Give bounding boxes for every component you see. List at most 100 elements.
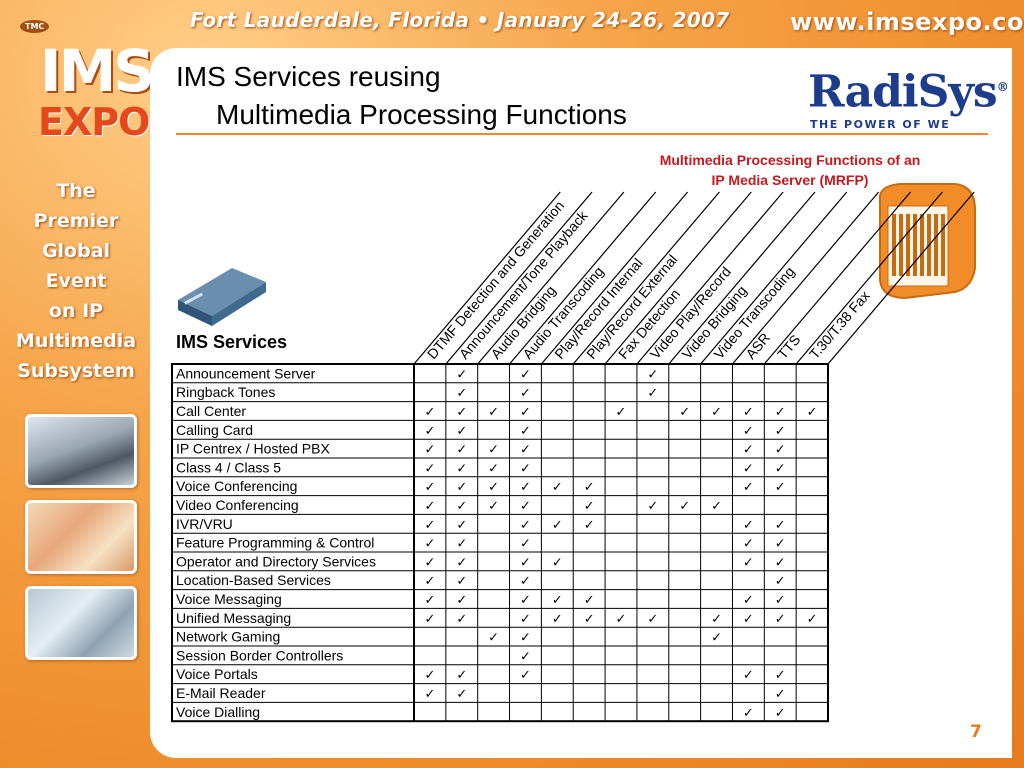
check-mark-icon: ✓ (520, 518, 531, 533)
check-mark-icon: ✓ (743, 593, 754, 608)
check-mark-icon: ✓ (520, 537, 531, 552)
check-mark-icon: ✓ (520, 631, 531, 646)
service-row-label: Voice Conferencing (176, 478, 297, 494)
tmc-badge: TMC (20, 20, 50, 33)
check-mark-icon: ✓ (424, 537, 435, 552)
check-mark-icon: ✓ (584, 612, 595, 627)
check-mark-icon: ✓ (616, 405, 627, 420)
check-mark-icon: ✓ (743, 461, 754, 476)
check-mark-icon: ✓ (775, 424, 786, 439)
service-row-label: IP Centrex / Hosted PBX (176, 441, 330, 457)
service-row-label: Unified Messaging (176, 610, 291, 626)
check-mark-icon: ✓ (456, 687, 467, 702)
service-row-label: Location-Based Services (176, 572, 331, 588)
header-diagonal-line (827, 191, 975, 365)
check-mark-icon: ✓ (520, 574, 531, 589)
check-mark-icon: ✓ (488, 480, 499, 495)
service-row-label: Operator and Directory Services (176, 553, 376, 569)
header-diagonal-line (732, 191, 880, 365)
service-row-label: Voice Dialling (176, 704, 260, 720)
check-mark-icon: ✓ (743, 480, 754, 495)
header-diagonal-line (636, 191, 784, 365)
check-mark-icon: ✓ (807, 612, 818, 627)
tagline-line: Global Event (41, 240, 111, 292)
title-line-2: Multimedia Processing Functions (216, 99, 627, 130)
check-mark-icon: ✓ (520, 386, 531, 401)
check-mark-icon: ✓ (775, 593, 786, 608)
check-mark-icon: ✓ (775, 405, 786, 420)
check-mark-icon: ✓ (488, 443, 499, 458)
service-row-label: Feature Programming & Control (176, 535, 374, 551)
title-divider (176, 133, 988, 135)
check-mark-icon: ✓ (775, 612, 786, 627)
check-mark-icon: ✓ (424, 518, 435, 533)
check-mark-icon: ✓ (424, 668, 435, 683)
header-diagonal-line (668, 191, 816, 365)
check-mark-icon: ✓ (456, 461, 467, 476)
check-mark-icon: ✓ (520, 499, 531, 514)
check-mark-icon: ✓ (520, 612, 531, 627)
check-mark-icon: ✓ (424, 574, 435, 589)
check-mark-icon: ✓ (424, 461, 435, 476)
check-mark-icon: ✓ (552, 612, 563, 627)
check-mark-icon: ✓ (424, 424, 435, 439)
check-mark-icon: ✓ (456, 443, 467, 458)
check-mark-icon: ✓ (456, 480, 467, 495)
service-row-label: Calling Card (176, 422, 253, 438)
check-mark-icon: ✓ (807, 405, 818, 420)
service-row-label: Voice Messaging (176, 591, 282, 607)
check-mark-icon: ✓ (456, 386, 467, 401)
check-mark-icon: ✓ (552, 593, 563, 608)
check-mark-icon: ✓ (775, 574, 786, 589)
check-mark-icon: ✓ (520, 649, 531, 664)
check-mark-icon: ✓ (488, 405, 499, 420)
laptop-photo (25, 414, 137, 488)
header-diagonal-line (445, 191, 593, 365)
check-mark-icon: ✓ (424, 443, 435, 458)
check-mark-icon: ✓ (775, 555, 786, 570)
keypad-photo (25, 586, 137, 660)
header-diagonal-line (795, 191, 943, 365)
check-mark-icon: ✓ (520, 480, 531, 495)
check-mark-icon: ✓ (647, 367, 658, 382)
check-mark-icon: ✓ (488, 631, 499, 646)
check-mark-icon: ✓ (520, 405, 531, 420)
service-row-label: Announcement Server (176, 365, 316, 381)
check-mark-icon: ✓ (647, 499, 658, 514)
check-mark-icon: ✓ (743, 424, 754, 439)
check-mark-icon: ✓ (424, 612, 435, 627)
check-mark-icon: ✓ (552, 480, 563, 495)
check-mark-icon: ✓ (743, 612, 754, 627)
check-mark-icon: ✓ (456, 668, 467, 683)
service-row-label: IVR/VRU (176, 516, 233, 532)
check-mark-icon: ✓ (424, 480, 435, 495)
media-server-rack-icon (878, 183, 976, 300)
check-mark-icon: ✓ (775, 480, 786, 495)
check-mark-icon: ✓ (711, 631, 722, 646)
check-mark-icon: ✓ (584, 518, 595, 533)
mrfp-label-line-1: Multimedia Processing Functions of an (659, 152, 921, 168)
radisys-logo: RadiSys® THE POWER OF WE (808, 64, 1009, 131)
check-mark-icon: ✓ (584, 480, 595, 495)
check-mark-icon: ✓ (616, 612, 627, 627)
page-number: 7 (970, 722, 982, 742)
check-mark-icon: ✓ (679, 499, 690, 514)
check-mark-icon: ✓ (711, 405, 722, 420)
check-mark-icon: ✓ (775, 537, 786, 552)
event-url[interactable]: www.imsexpo.com (790, 8, 1024, 36)
check-mark-icon: ✓ (520, 593, 531, 608)
check-mark-icon: ✓ (775, 461, 786, 476)
check-mark-icon: ✓ (743, 405, 754, 420)
check-mark-icon: ✓ (520, 424, 531, 439)
check-mark-icon: ✓ (743, 668, 754, 683)
check-mark-icon: ✓ (520, 443, 531, 458)
check-mark-icon: ✓ (456, 518, 467, 533)
ims-logo-text: IMS (40, 37, 155, 105)
check-mark-icon: ✓ (424, 555, 435, 570)
brand-tagline: THE POWER OF WE (810, 117, 951, 131)
service-row-label: Call Center (176, 403, 246, 419)
top-banner: Fort Lauderdale, Florida • January 24-26… (150, 0, 1024, 48)
check-mark-icon: ✓ (488, 461, 499, 476)
check-mark-icon: ✓ (743, 706, 754, 721)
table-border (171, 363, 829, 723)
